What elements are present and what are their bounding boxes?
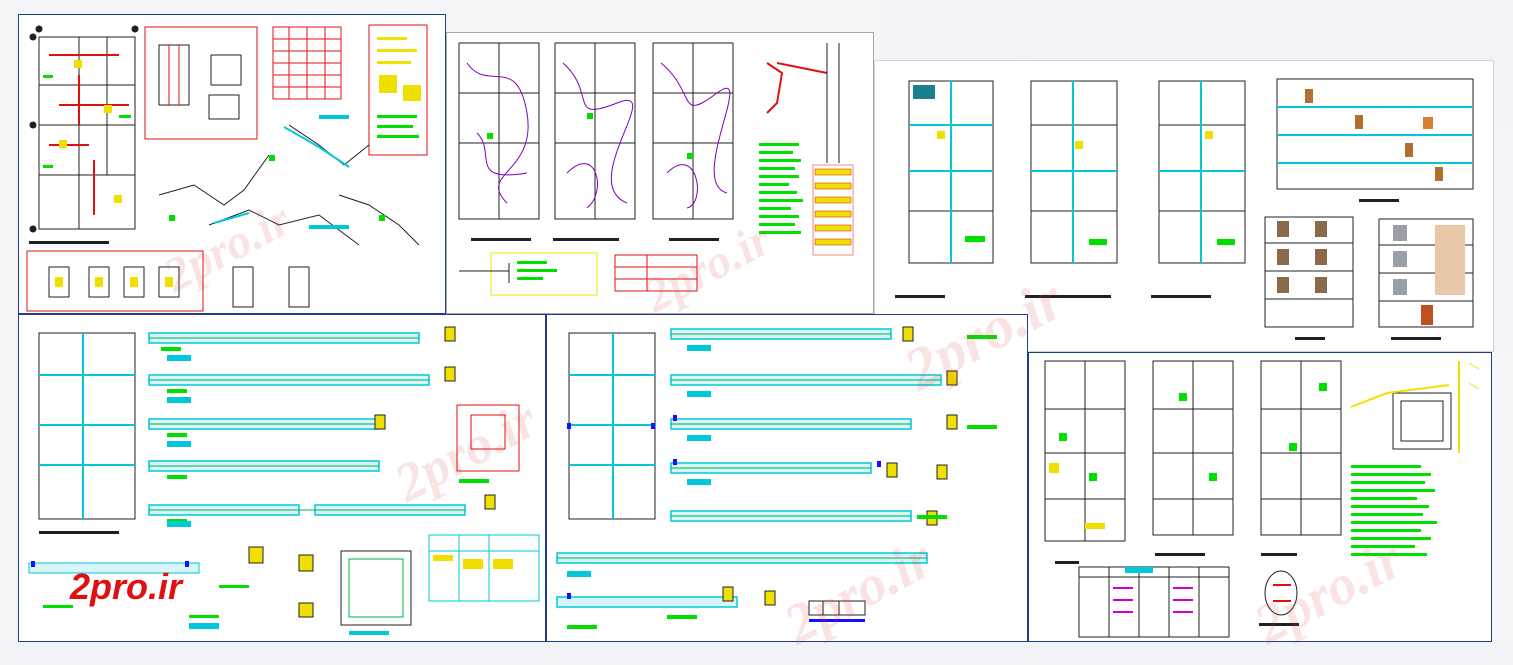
beam-drawing-1 <box>28 326 540 635</box>
foundation-sheet[interactable] <box>18 14 446 314</box>
front-facade <box>1264 216 1354 328</box>
beam-drawing-2 <box>556 326 997 629</box>
plumbing-plan-1 <box>1044 360 1126 542</box>
architectural-drawing <box>895 78 1474 340</box>
plumbing-sheet[interactable] <box>1028 352 1492 642</box>
electrical-sheet[interactable] <box>446 32 874 314</box>
electrical-plan-1 <box>458 42 540 220</box>
water-heater <box>1264 570 1298 616</box>
electrical-plan-3 <box>652 42 734 220</box>
foundation-drawing <box>26 24 428 312</box>
electrical-plan-2 <box>554 42 636 220</box>
plumbing-plan-2 <box>1152 360 1234 536</box>
architectural-sheet[interactable] <box>874 60 1494 352</box>
foundation-plan <box>38 36 136 230</box>
site-logo: 2pro.ir <box>70 566 183 607</box>
beam-sheet-1[interactable] <box>18 314 546 642</box>
electrical-drawing <box>458 42 854 296</box>
plumbing-drawing <box>1044 360 1480 638</box>
side-facade <box>1378 218 1474 328</box>
details-table <box>428 534 540 602</box>
tank-detail <box>1392 392 1452 450</box>
plumbing-plan-3 <box>1260 360 1342 536</box>
schedule-table <box>272 26 342 100</box>
fixture-schedule <box>1078 566 1230 638</box>
beam-sheet-2[interactable] <box>546 314 1028 642</box>
